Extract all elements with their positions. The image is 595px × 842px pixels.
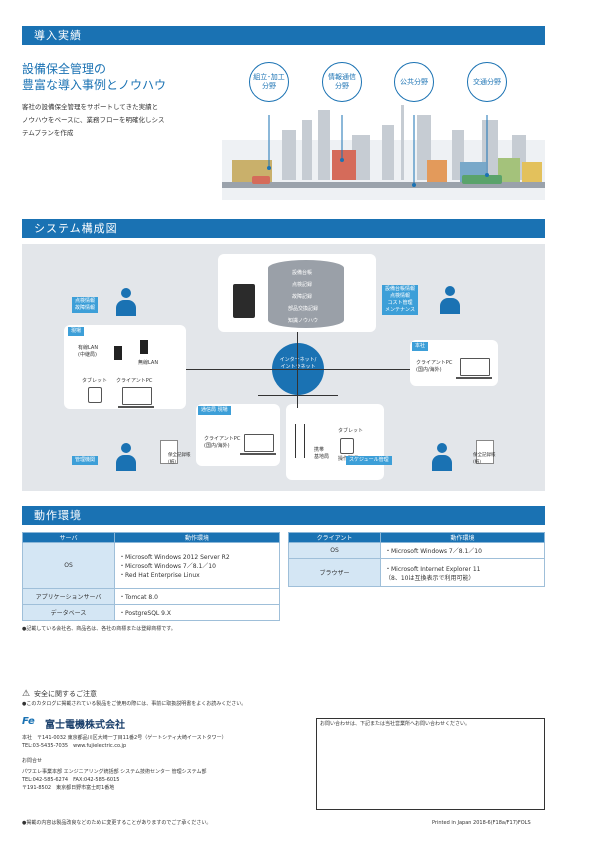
label-wired-lan: 有線LAN (中継局) — [78, 345, 99, 358]
db-item-1: 設備台帳 — [292, 270, 313, 276]
server-os-3: ・Red Hat Enterprise Linux — [119, 572, 200, 579]
tag-headquarters: 本社 — [412, 342, 429, 351]
city-skyline-image — [222, 105, 545, 200]
tower-icon — [295, 424, 305, 458]
db-item-2: 点検記録 — [292, 282, 313, 288]
dealer-box — [316, 718, 545, 810]
label-wireless-lan: 無線LAN — [138, 360, 159, 366]
section-header-env: 動作環境 — [22, 506, 545, 525]
db-item-4: 部品交換記録 — [288, 306, 319, 312]
bubble-telecom: 情報通信 分野 — [322, 62, 362, 102]
server-os-2: ・Microsoft Windows 7／8.1／10 — [119, 563, 216, 570]
server-row-os: OS — [22, 542, 115, 589]
heading-line2: 豊富な導入事例とノウハウ — [22, 78, 167, 92]
connector-horizontal — [186, 369, 410, 370]
client-row-browser: ブラウザー — [288, 558, 381, 587]
client-spec-table: クライアント動作環境 OS・Microsoft Windows 7／8.1／10… — [288, 532, 545, 587]
section-header-results: 導入実績 — [22, 26, 545, 45]
user-icon-right — [440, 286, 460, 314]
label-paper-right: 保全記録帳 (紙) — [473, 453, 496, 465]
intro-line1: 客社の設備保全管理をサポートしてきた実績と — [22, 103, 159, 111]
router-icon-2 — [140, 340, 148, 354]
server-rack-icon — [233, 284, 255, 318]
tag-management: 管理機関 — [72, 456, 99, 465]
tablet-icon-2 — [340, 438, 354, 454]
user-icon-left — [116, 288, 136, 316]
laptop-icon-office — [456, 358, 492, 379]
bubble-public: 公共分野 — [394, 62, 434, 102]
company-logo-icon: Fe — [22, 716, 35, 727]
trademark-note: ●記載している会社名、商品名は、各社の商標または登録商標です。 — [22, 626, 176, 632]
bubble-assembly: 組立･加工 分野 — [249, 62, 289, 102]
client-browser-2: （8、10は互換表示で利用可能） — [385, 574, 475, 582]
tag-schedule: スケジュール管理 — [346, 456, 392, 465]
safety-note: ●このカタログに掲載されている製品をご使用の際には、事前に取扱説明書をよくお読み… — [22, 701, 247, 707]
bubble-transport: 交通分野 — [467, 62, 507, 102]
section-header-system: システム構成図 — [22, 219, 545, 238]
label-client-pc-comm: クライアントPC (国内/海外) — [204, 436, 241, 449]
connector-vertical — [297, 332, 298, 408]
database-icon — [268, 260, 344, 328]
company-tel: TEL:03-5435-7035 www.fujielectric.co.jp — [22, 743, 127, 749]
server-head-1: サーバ — [22, 532, 115, 543]
company-address: 本社 〒141-0032 東京都品川区大崎一丁目11番2号（ゲートシティ大崎イー… — [22, 735, 227, 741]
db-item-3: 故障記録 — [292, 294, 313, 300]
label-client-pc-office: クライアントPC (国内/海外) — [416, 360, 453, 373]
warning-icon: ⚠ — [22, 689, 31, 699]
label-paper-left: 保全記録帳 (紙) — [168, 453, 191, 465]
contact-title: お問合せ — [22, 758, 43, 764]
server-app-value: ・Tomcat 8.0 — [114, 588, 280, 605]
client-browser-1: ・Microsoft Internet Explorer 11 — [385, 565, 481, 573]
tag-site: 現場 — [68, 327, 85, 336]
print-info: Printed in Japan 2018-6(F18a/F17)FOLS — [432, 820, 531, 826]
db-item-5: 知識ノウハウ — [288, 318, 319, 324]
tag-equipment-info: 設備台帳情報 点検情報 コスト管理 メンテナンス — [382, 285, 419, 315]
label-tower: 携帯 基地局 — [314, 447, 330, 460]
user-icon-bottom-right — [432, 443, 452, 471]
tag-comm-site: 通信局 現場 — [198, 406, 231, 415]
intro-line2: ノウハウをベースに、業務フローを明確化しシス — [22, 116, 165, 124]
company-name: 富士電機株式会社 — [45, 720, 125, 731]
label-tablet: タブレット — [82, 378, 108, 384]
contact-phone: TEL:042-585-6274 FAX:042-585-6015 — [22, 777, 120, 783]
contact-address: 〒191-8502 東京都日野市富士町1番地 — [22, 785, 115, 791]
intro-line3: テムプランを作成 — [22, 129, 74, 137]
laptop-icon-site — [118, 387, 154, 408]
client-head-1: クライアント — [288, 532, 381, 543]
contact-dept: パワエレ事業本部 エンジニアリング統括部 システム技術センター 管理システム部 — [22, 769, 207, 775]
mobile-card — [286, 404, 384, 480]
tablet-icon — [88, 387, 102, 403]
paper-doc-icon-left — [160, 440, 178, 464]
user-icon-bottom-left — [116, 443, 136, 471]
label-client-pc: クライアントPC — [116, 378, 153, 384]
laptop-icon-comm — [240, 434, 276, 455]
city-illustration — [222, 50, 545, 200]
server-head-2: 動作環境 — [114, 532, 280, 543]
safety-title: 安全に関するご注意 — [34, 690, 97, 698]
paper-doc-icon-right — [476, 440, 494, 464]
server-spec-table: サーバ動作環境 OS ・Microsoft Windows 2012 Server… — [22, 532, 280, 621]
disclaimer: ●掲載の内容は製品改良などのために変更することがありますのでご了承ください。 — [22, 820, 212, 826]
client-row-os: OS — [288, 542, 381, 559]
connector-bottom — [258, 395, 338, 396]
heading-line1: 設備保全管理の — [22, 62, 107, 76]
server-os-1: ・Microsoft Windows 2012 Server R2 — [119, 554, 230, 561]
client-head-2: 動作環境 — [380, 532, 545, 543]
server-row-db: データベース — [22, 604, 115, 621]
server-db-value: ・PostgreSQL 9.X — [114, 604, 280, 621]
server-row-app: アプリケーションサーバ — [22, 588, 115, 605]
router-icon-1 — [114, 346, 122, 360]
tag-inspection-failure: 点検情報 故障情報 — [72, 297, 99, 313]
label-tablet2: タブレット — [338, 428, 364, 434]
client-os-value: ・Microsoft Windows 7／8.1／10 — [380, 542, 545, 559]
dealer-box-note: お問い合わせは、下記または当社営業所へお問い合わせください。 — [320, 721, 471, 727]
